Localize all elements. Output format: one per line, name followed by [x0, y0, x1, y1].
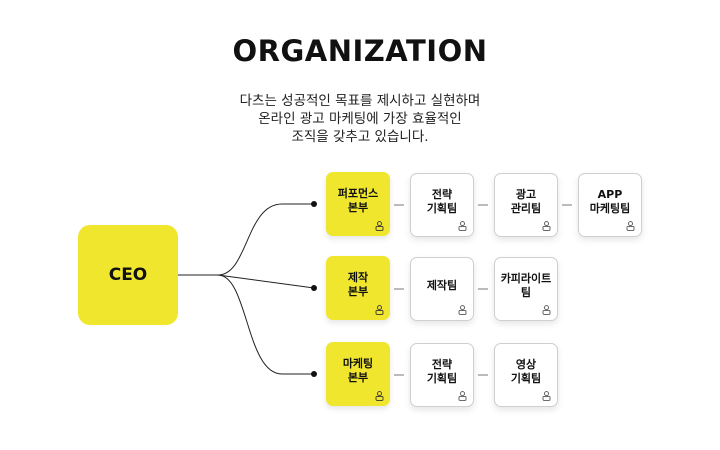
connector-dot-division	[311, 285, 317, 291]
division-label: 퍼포먼스 본부	[337, 187, 379, 214]
person-icon	[375, 391, 384, 401]
person-icon	[458, 305, 467, 315]
team-node: 광고 관리팀	[494, 173, 558, 237]
division-label: 마케팅 본부	[342, 357, 374, 384]
team-label: APP 마케팅팀	[589, 188, 631, 215]
division-node-marketing: 마케팅 본부	[326, 342, 390, 406]
ceo-node: CEO	[78, 225, 178, 325]
description-line: 조직을 갖추고 있습니다.	[291, 129, 429, 145]
team-label: 카피라이트 팀	[500, 272, 552, 299]
team-node: 전략 기획팀	[410, 343, 474, 407]
team-label: 전략 기획팀	[426, 358, 458, 385]
person-icon	[626, 221, 635, 231]
division-label: 제작 본부	[347, 271, 369, 298]
team-label: 제작팀	[426, 279, 458, 292]
connector-branch-bottom	[217, 274, 314, 375]
team-node: 제작팀	[410, 257, 474, 321]
person-icon	[375, 305, 384, 315]
connector-dot-division	[311, 371, 317, 377]
connector-branch-top	[217, 203, 314, 276]
team-label: 전략 기획팀	[426, 188, 458, 215]
page-description: 다츠는 성공적인 목표를 제시하고 실현하며 온라인 광고 마케팅에 가장 효율…	[160, 92, 560, 146]
page-title: ORGANIZATION	[232, 34, 488, 68]
person-icon	[458, 391, 467, 401]
team-label: 광고 관리팀	[510, 188, 542, 215]
team-node: 전략 기획팀	[410, 173, 474, 237]
team-label: 영상 기획팀	[510, 358, 542, 385]
description-line: 온라인 광고 마케팅에 가장 효율적인	[258, 111, 462, 127]
person-icon	[458, 221, 467, 231]
team-node: 카피라이트 팀	[494, 257, 558, 321]
person-icon	[542, 305, 551, 315]
team-node: APP 마케팅팀	[578, 173, 642, 237]
person-icon	[375, 221, 384, 231]
connector-dot-division	[311, 201, 317, 207]
team-node: 영상 기획팀	[494, 343, 558, 407]
division-node-performance: 퍼포먼스 본부	[326, 172, 390, 236]
description-line: 다츠는 성공적인 목표를 제시하고 실현하며	[239, 93, 481, 109]
connector-branch-middle	[217, 274, 315, 289]
division-node-production: 제작 본부	[326, 256, 390, 320]
person-icon	[542, 391, 551, 401]
person-icon	[542, 221, 551, 231]
